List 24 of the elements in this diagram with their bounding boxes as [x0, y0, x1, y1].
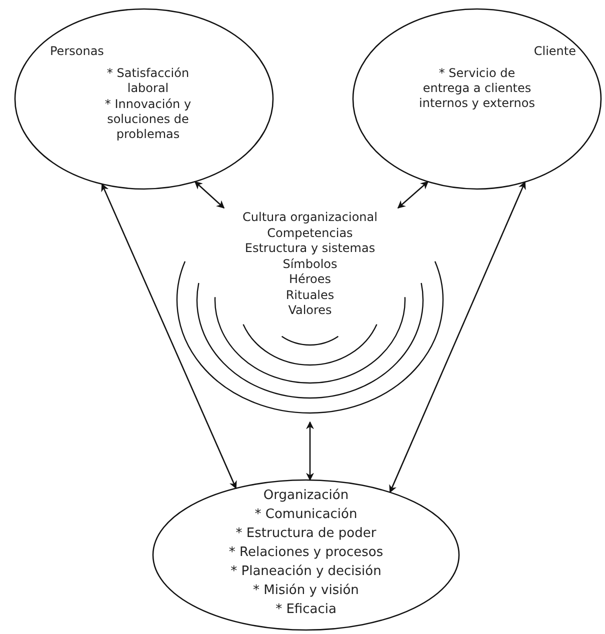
culture-item: Estructura y sistemas — [244, 241, 376, 255]
bullet-item: * Innovación y soluciones de problemas — [104, 97, 192, 142]
bullet-item: * Servicio de entrega a clientes internos y externos — [418, 66, 536, 111]
node-heading: Cultura organizacional — [242, 210, 378, 224]
arrow — [389, 181, 526, 494]
node-heading: Personas — [50, 44, 105, 59]
culture-item: Competencias — [266, 226, 354, 240]
bullet-item: * Satisfacción laboral — [106, 66, 190, 96]
bullet-item: * Eficacia — [274, 601, 338, 618]
arrow — [306, 421, 314, 481]
culture-item: Rituales — [284, 288, 336, 302]
bullet-item: * Misión y visión — [252, 582, 360, 599]
culture-item: Héroes — [288, 272, 332, 286]
arrow — [194, 181, 225, 209]
culture-item: Símbolos — [282, 256, 338, 270]
bullet-item: * Comunicación — [254, 506, 358, 523]
arrow — [397, 181, 429, 209]
bullet-item: * Planeación y decisión — [230, 563, 382, 580]
culture-item: Valores — [287, 303, 333, 317]
arrow — [101, 183, 237, 490]
node-heading: Cliente — [532, 44, 576, 59]
node-heading: Organización — [262, 487, 350, 504]
bullet-item: * Estructura de poder — [234, 525, 378, 542]
bullet-item: * Relaciones y procesos — [228, 544, 384, 561]
